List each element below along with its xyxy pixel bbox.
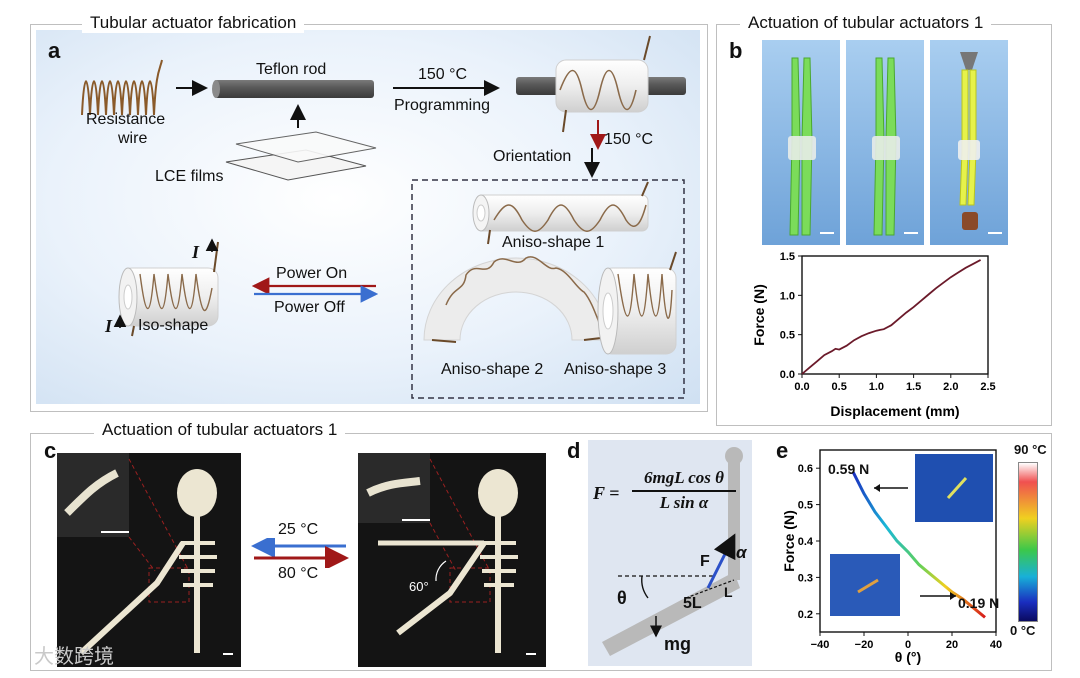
colorbar-bottom-label: 0 °C <box>1010 624 1035 638</box>
x-tick-label: 2.0 <box>943 381 958 393</box>
label-temp-program: 150 °C <box>418 66 467 84</box>
b-ylabel: Force (N) <box>751 284 767 345</box>
label-current-top: I <box>192 243 199 263</box>
colorbar-top-label: 90 °C <box>1014 443 1047 457</box>
thermal-inset-bottom <box>830 554 900 616</box>
section-b-title: Actuation of tubular actuators 1 <box>740 13 991 33</box>
photo-skeleton-heat <box>358 453 546 667</box>
label-teflon-rod: Teflon rod <box>256 61 326 79</box>
chart-b-frame <box>802 256 988 374</box>
force-displacement-chart: 0.0 0.5 1.0 1.5 2.0 2.5 0.0 0.5 1.0 1.5 Displacem… <box>740 248 1000 424</box>
panel-label-b: b <box>729 38 742 64</box>
label-temp-cool: 25 °C <box>278 521 318 539</box>
aniso-shape-2 <box>424 258 608 340</box>
label-L: L <box>724 585 733 600</box>
label-5L: 5L <box>683 595 702 613</box>
label-end-force: 0.19 N <box>958 596 999 611</box>
photo-skeleton-cool <box>57 453 241 667</box>
x-tick-label: 1.0 <box>869 381 884 393</box>
watermark: 大数跨境 <box>34 645 114 667</box>
panel-label-d: d <box>567 438 580 464</box>
y-tick-label: 0.3 <box>798 572 813 584</box>
thermal-inset-top <box>915 454 993 522</box>
y-tick-label: 0.5 <box>780 330 795 342</box>
e-xlabel: θ (°) <box>895 649 921 665</box>
x-tick-label: 0.0 <box>794 381 809 393</box>
y-tick-label: 0.4 <box>798 536 814 548</box>
section-c-title: Actuation of tubular actuators 1 <box>94 420 345 440</box>
label-resistance-wire-1: Resistance <box>86 111 165 129</box>
x-tick-label: 20 <box>946 639 958 651</box>
y-tick-label: 1.0 <box>780 290 795 302</box>
y-tick-label: 1.5 <box>780 251 795 263</box>
label-aniso-shape-2: Aniso-shape 2 <box>441 361 543 379</box>
label-aniso-shape-1: Aniso-shape 1 <box>502 234 604 252</box>
label-power-off: Power Off <box>274 299 345 317</box>
label-iso-shape: Iso-shape <box>138 317 208 335</box>
label-power-on: Power On <box>276 265 347 283</box>
label-start-force: 0.59 N <box>828 462 869 477</box>
label-resistance-wire-2: wire <box>118 130 147 148</box>
label-angle: 60° <box>409 580 429 594</box>
panel-label-c: c <box>44 438 56 464</box>
fabrication-diagram <box>36 30 700 404</box>
b-xlabel: Displacement (mm) <box>830 403 959 419</box>
label-temp-orient: 150 °C <box>604 131 653 149</box>
photo-tweezer-3 <box>930 40 1008 245</box>
label-force-F: F <box>700 553 710 571</box>
teflon-rod <box>214 80 374 98</box>
label-mg: mg <box>664 635 691 655</box>
e-ylabel: Force (N) <box>781 510 797 571</box>
y-tick-label: 0.5 <box>798 500 813 512</box>
lce-tube-on-rod <box>556 60 648 112</box>
photo-tweezer-1 <box>762 40 840 245</box>
x-tick-label: 1.5 <box>906 381 921 393</box>
formula-denominator: L sin α <box>626 494 742 513</box>
label-temp-heat: 80 °C <box>278 565 318 583</box>
force-displacement-line <box>802 260 981 374</box>
temperature-arrows <box>248 538 352 568</box>
formula-lhs: F = <box>593 484 619 504</box>
label-current-bottom: I <box>105 317 112 337</box>
x-tick-label: 40 <box>990 639 1002 651</box>
label-lce-films: LCE films <box>155 168 223 186</box>
y-tick-label: 0.0 <box>780 369 795 381</box>
x-tick-label: 0.5 <box>832 381 847 393</box>
label-aniso-shape-3: Aniso-shape 3 <box>564 361 666 379</box>
x-tick-label: −20 <box>855 639 874 651</box>
photo-tweezer-2 <box>846 40 924 245</box>
temperature-colorbar <box>1018 462 1038 622</box>
label-orientation: Orientation <box>493 148 571 166</box>
resistance-wire <box>82 60 162 115</box>
label-alpha: α <box>736 544 747 563</box>
x-tick-label: 2.5 <box>980 381 995 393</box>
label-programming: Programming <box>394 97 490 115</box>
formula-fraction-bar <box>632 490 736 492</box>
label-theta: θ <box>617 589 627 609</box>
x-tick-label: −40 <box>811 639 830 651</box>
y-tick-label: 0.2 <box>798 609 813 621</box>
y-tick-label: 0.6 <box>798 463 813 475</box>
formula-numerator: 6mgL cos θ <box>626 469 742 488</box>
